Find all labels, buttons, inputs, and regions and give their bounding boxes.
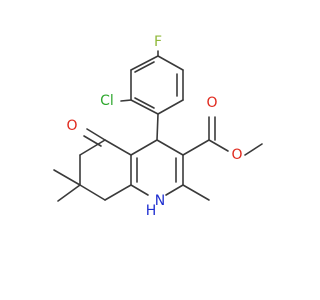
ketone-oxygen-label: O (66, 118, 77, 134)
bond (130, 55, 159, 71)
bond-methyl (57, 184, 81, 202)
bond-methyl (182, 184, 210, 201)
ester-carbonyl-oxygen-label: O (206, 95, 217, 111)
bond (156, 113, 159, 141)
bond-ketone (86, 128, 106, 141)
dihydropyridine-ring (130, 139, 184, 196)
bond (104, 139, 132, 156)
cyclohexenone-ring (79, 139, 132, 201)
bond (134, 97, 155, 109)
bond (130, 184, 149, 196)
bond-ketone (83, 135, 102, 147)
bond (157, 55, 184, 71)
bond (157, 99, 184, 115)
bond (130, 139, 158, 156)
bond (104, 184, 132, 201)
bond (244, 143, 263, 156)
bond (130, 99, 159, 115)
chlorine-label: Cl (100, 93, 114, 109)
bond (182, 139, 210, 156)
fluorine-label: F (154, 34, 162, 50)
bond (156, 139, 184, 156)
bond (208, 139, 229, 152)
ester-ether-oxygen-label: O (231, 147, 242, 163)
aryl-ring (130, 55, 184, 115)
bond-c-cl (120, 99, 132, 102)
bond (134, 61, 155, 73)
bond (79, 184, 106, 201)
bond-methyl (53, 169, 81, 186)
bond (165, 184, 184, 196)
bond (79, 139, 106, 156)
